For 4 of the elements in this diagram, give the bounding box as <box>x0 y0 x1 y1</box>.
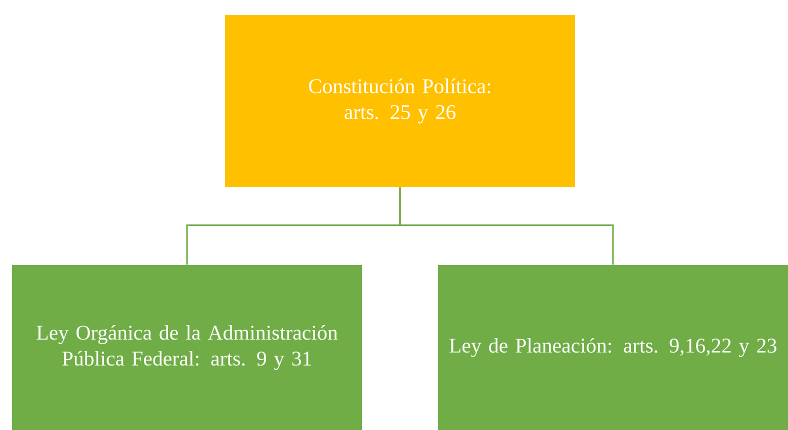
connector-line <box>399 187 614 265</box>
text-box: Constitución Política: arts. 25 y 26 <box>225 15 575 187</box>
text-box: Ley Orgánica de la Administración Pública Federal: arts. 9 y 31 <box>12 265 362 430</box>
text-box: Ley de Planeación: arts. 9,16,22 y 23 <box>438 265 788 430</box>
